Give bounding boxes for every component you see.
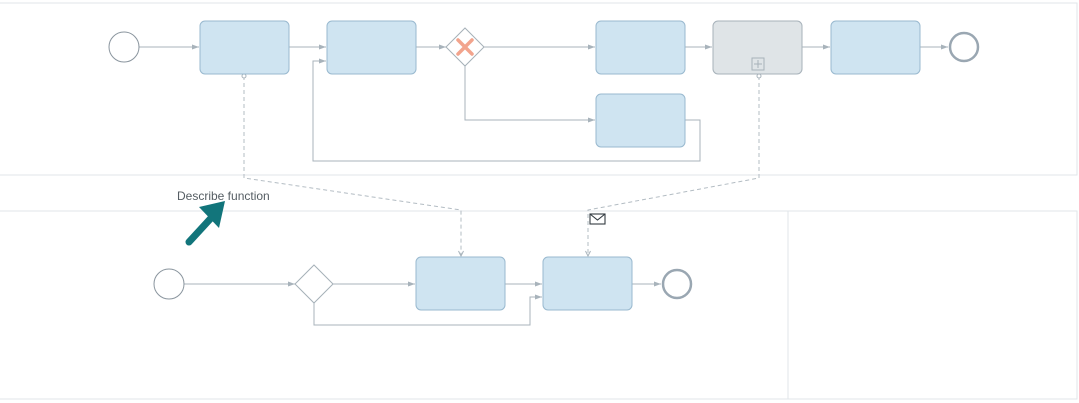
task-top-4[interactable] — [595, 93, 686, 148]
start-event-top[interactable] — [108, 31, 140, 63]
exclusive-gateway-top[interactable] — [445, 27, 485, 67]
flow-bottom-gateway-to-task2[interactable] — [313, 294, 542, 326]
expand-plus-icon[interactable] — [751, 57, 765, 71]
task-bottom-1[interactable] — [415, 256, 506, 311]
task-bottom-2[interactable] — [542, 256, 633, 311]
end-event-bottom[interactable] — [661, 268, 693, 300]
envelope-icon — [589, 213, 606, 225]
task-top-1[interactable] — [199, 20, 290, 75]
describe-function-label[interactable]: Describe function — [177, 189, 270, 203]
subprocess-top[interactable] — [712, 20, 803, 75]
task-top-3[interactable] — [595, 20, 686, 75]
pool-bottom[interactable] — [0, 210, 1078, 400]
task-top-2[interactable] — [326, 20, 417, 75]
arrow-pointer-icon — [185, 201, 225, 246]
gateway-bottom[interactable] — [294, 264, 334, 304]
x-mark-icon — [456, 38, 474, 56]
message-flow-task1-to-bottom-task1[interactable] — [241, 73, 464, 258]
start-event-bottom[interactable] — [153, 268, 185, 300]
flow-gateway-to-task4[interactable] — [464, 66, 595, 123]
end-event-top[interactable] — [948, 31, 980, 63]
message-flow-subprocess-to-bottom-task2[interactable] — [585, 73, 762, 258]
task-top-5[interactable] — [830, 20, 921, 75]
